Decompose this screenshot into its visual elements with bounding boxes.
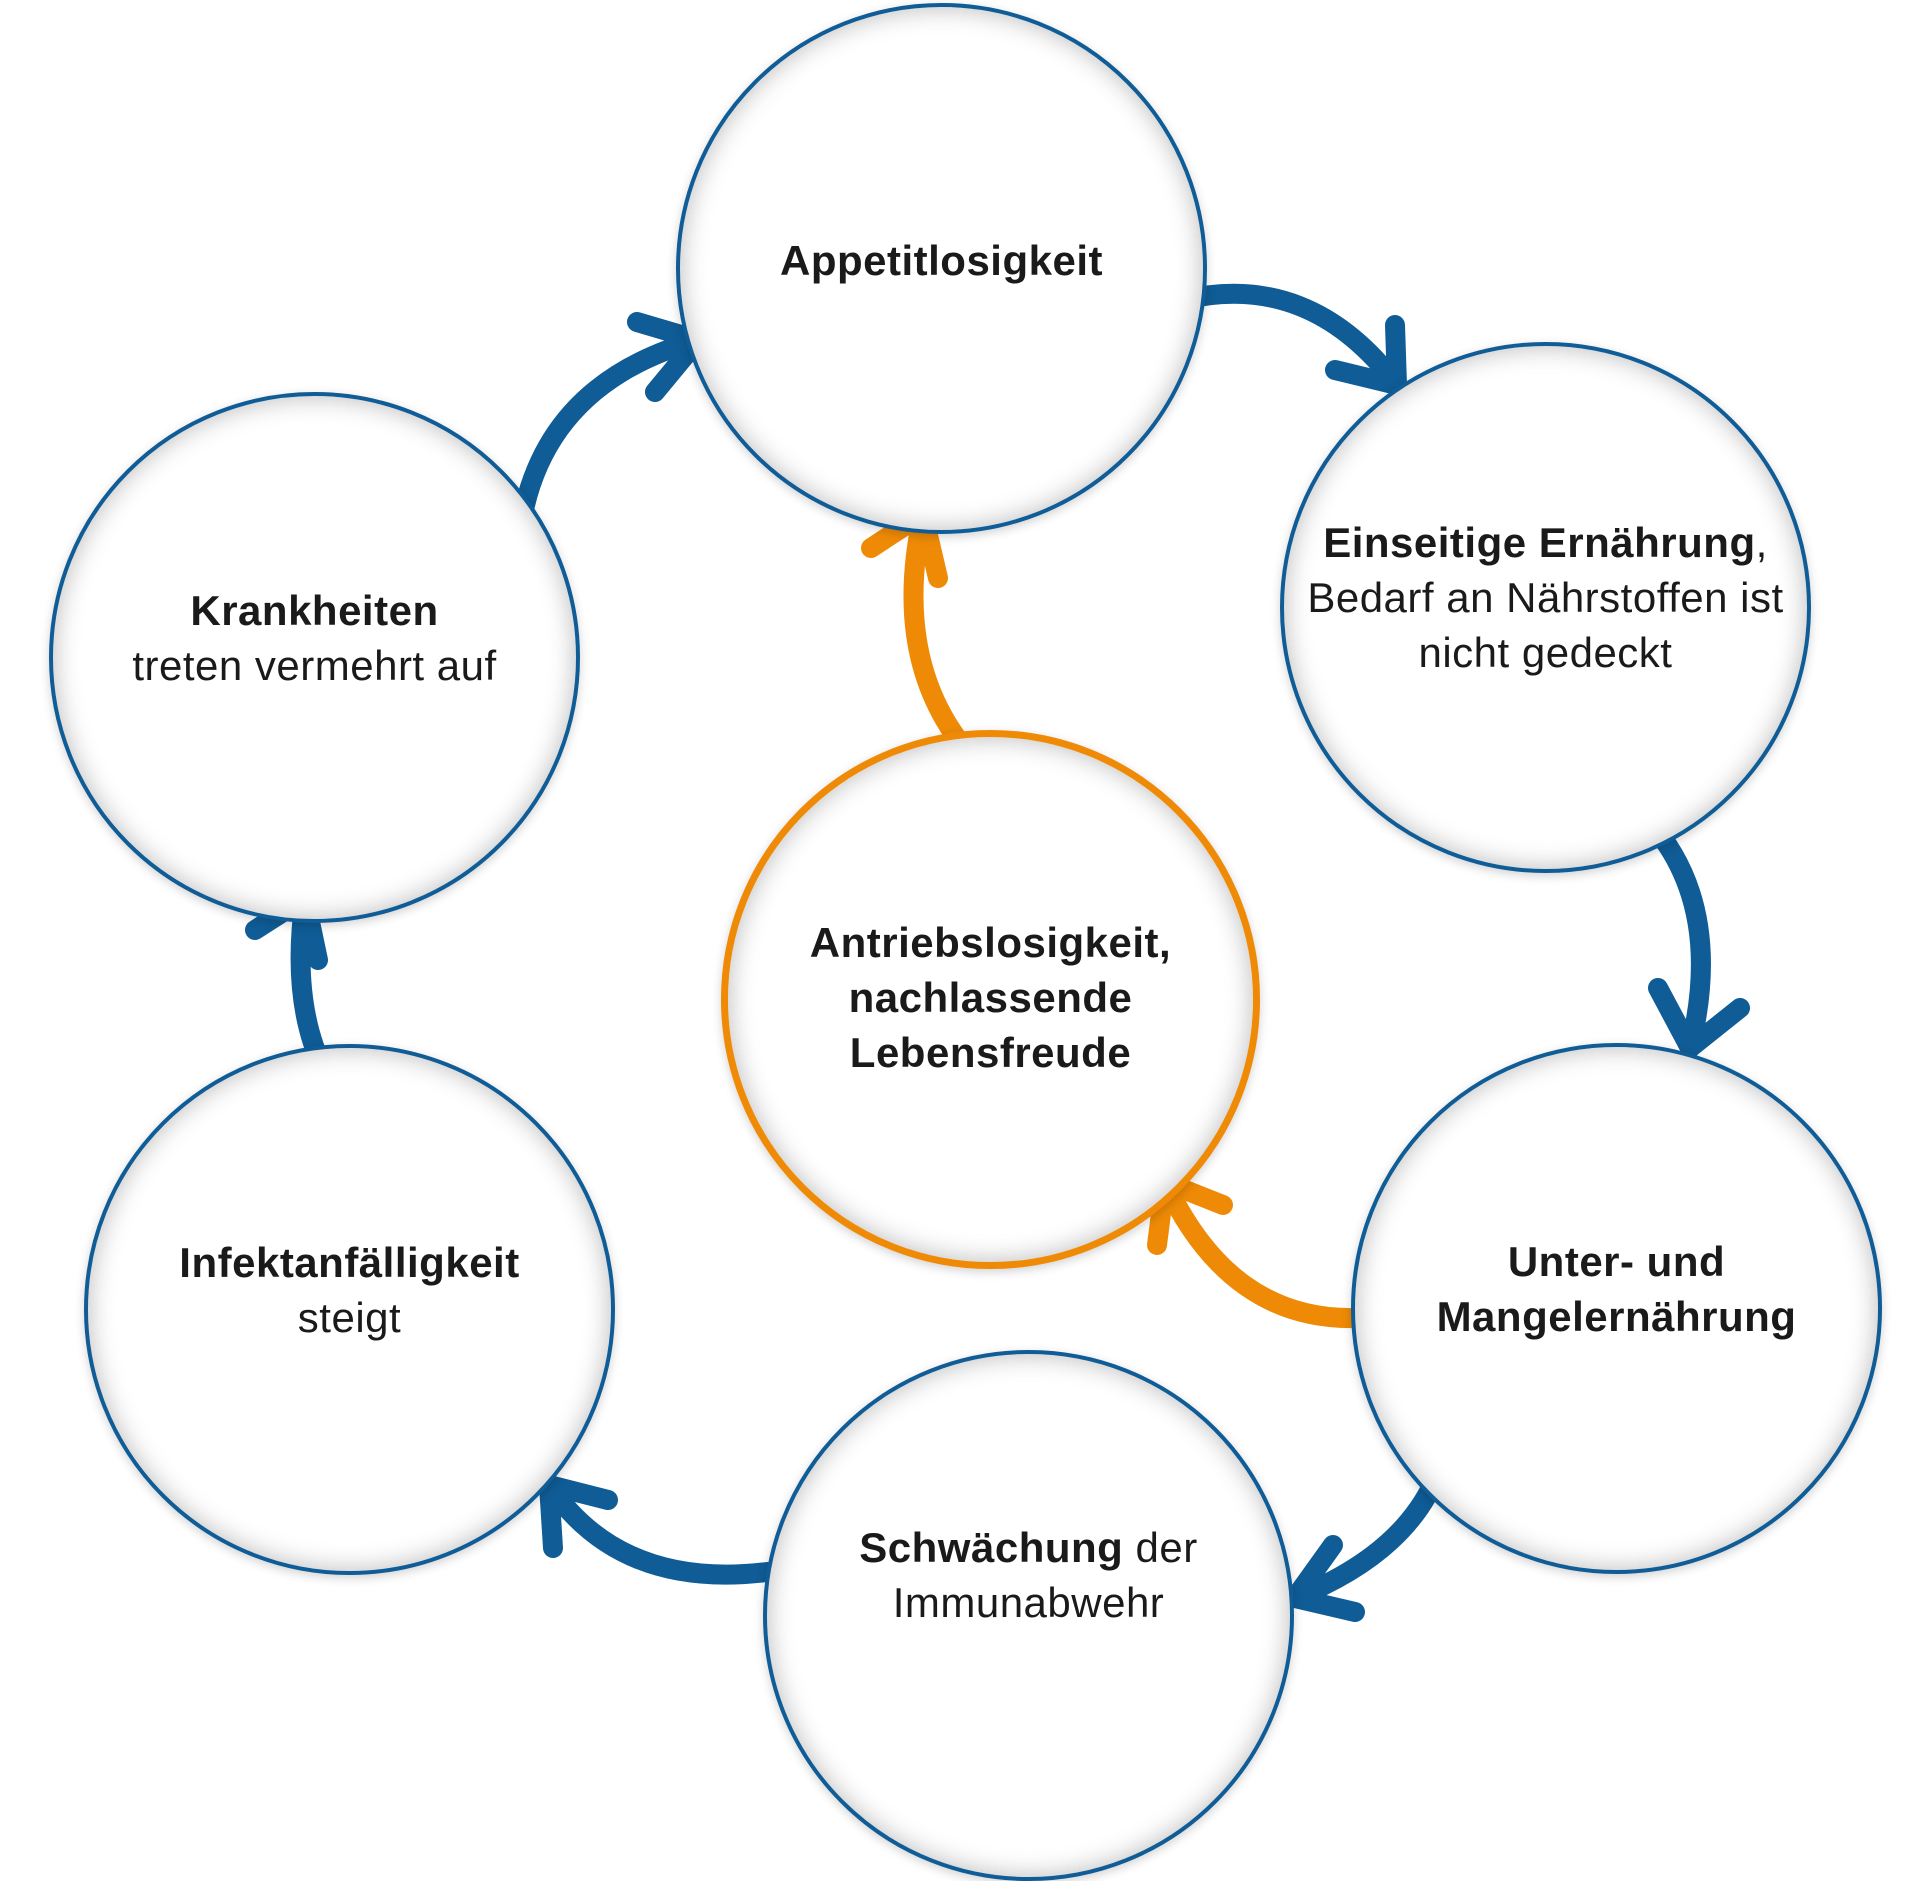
einseitige-ernaehrung-line2: Bedarf an Nährstoffen ist <box>1307 574 1784 621</box>
arrow-einseitig-to-unter <box>1638 810 1750 1058</box>
mangelernaehrung-line1: Unter- und <box>1507 1237 1726 1285</box>
node-schwaechung-immunabwehr: Schwächung der Immunabwehr <box>763 1350 1294 1881</box>
node-krankheiten: Krankheiten treten vermehrt auf <box>49 392 580 923</box>
node-appetitlosigkeit: Appetitlosigkeit <box>676 3 1207 534</box>
antriebslosigkeit-line3: Lebensfreude <box>849 1029 1132 1076</box>
arrow-schwaech-to-infekt <box>539 1475 777 1585</box>
node-infektanfaelligkeit-label: Infektanfälligkeit steigt <box>179 1235 519 1345</box>
node-schwaechung-immunabwehr-label: Schwächung der Immunabwehr <box>859 1520 1197 1630</box>
node-mangelernaehrung: Unter- und Mangelernährung <box>1351 1043 1882 1574</box>
arrow-unter-to-antrieb <box>1147 1172 1368 1329</box>
node-einseitige-ernaehrung: Einseitige Ernährung, Bedarf an Nährstof… <box>1280 342 1811 873</box>
antriebslosigkeit-line2: nachlassende <box>848 974 1133 1021</box>
krankheiten-line2: treten vermehrt auf <box>132 641 497 689</box>
node-infektanfaelligkeit: Infektanfälligkeit steigt <box>84 1044 615 1575</box>
infektanfaelligkeit-line2: steigt <box>297 1293 402 1341</box>
arrow-antrieb-to-appetit <box>861 504 972 755</box>
antriebslosigkeit-line1: Antriebslosigkeit, <box>809 919 1172 966</box>
node-einseitige-ernaehrung-label: Einseitige Ernährung, Bedarf an Nährstof… <box>1307 515 1783 680</box>
appetitlosigkeit-title: Appetitlosigkeit <box>779 237 1104 284</box>
einseitige-ernaehrung-line3: nicht gedeckt <box>1418 629 1673 676</box>
einseitige-ernaehrung-comma: , <box>1755 519 1768 566</box>
schwaechung-title: Schwächung <box>859 1523 1124 1571</box>
node-mangelernaehrung-label: Unter- und Mangelernährung <box>1437 1234 1797 1344</box>
schwaechung-der: der <box>1123 1523 1198 1571</box>
einseitige-ernaehrung-title: Einseitige Ernährung <box>1323 519 1756 566</box>
arrow-krank-to-appetit <box>515 312 708 515</box>
node-krankheiten-label: Krankheiten treten vermehrt auf <box>132 583 496 693</box>
arrow-appetit-to-einseitig <box>1173 283 1407 395</box>
node-appetitlosigkeit-label: Appetitlosigkeit <box>780 233 1103 288</box>
schwaechung-line2: Immunabwehr <box>892 1578 1165 1626</box>
node-antriebslosigkeit: Antriebslosigkeit, nachlassende Lebensfr… <box>721 730 1260 1269</box>
infektanfaelligkeit-title: Infektanfälligkeit <box>179 1238 520 1286</box>
node-antriebslosigkeit-label: Antriebslosigkeit, nachlassende Lebensfr… <box>810 915 1171 1080</box>
krankheiten-title: Krankheiten <box>190 586 439 634</box>
mangelernaehrung-line2: Mangelernährung <box>1436 1292 1797 1340</box>
